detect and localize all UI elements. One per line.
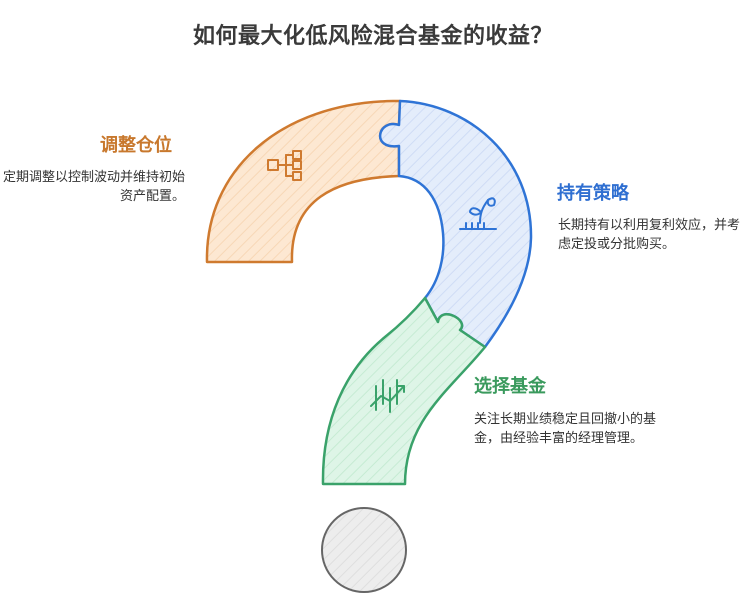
question-dot [321, 507, 407, 593]
adjust-heading: 调整仓位 [100, 135, 172, 156]
growth-chart-icon [370, 379, 405, 413]
piece-adjust [205, 99, 402, 264]
hold-heading: 持有策略 [557, 183, 629, 204]
page-title: 如何最大化低风险混合基金的收益？ [192, 24, 553, 49]
piece-hold [379, 99, 533, 349]
select-description: 关注长期业绩稳定且回撤小的基金，由经验丰富的经理管理。 [474, 412, 657, 446]
select-heading: 选择基金 [474, 376, 546, 397]
adjust-description: 定期调整以控制波动并维持初始资产配置。 [2, 170, 185, 204]
hold-description: 长期持有以利用复利效应，并考虑定投或分批购买。 [558, 218, 741, 252]
hierarchy-icon [267, 150, 302, 181]
sprout-icon [459, 197, 497, 230]
